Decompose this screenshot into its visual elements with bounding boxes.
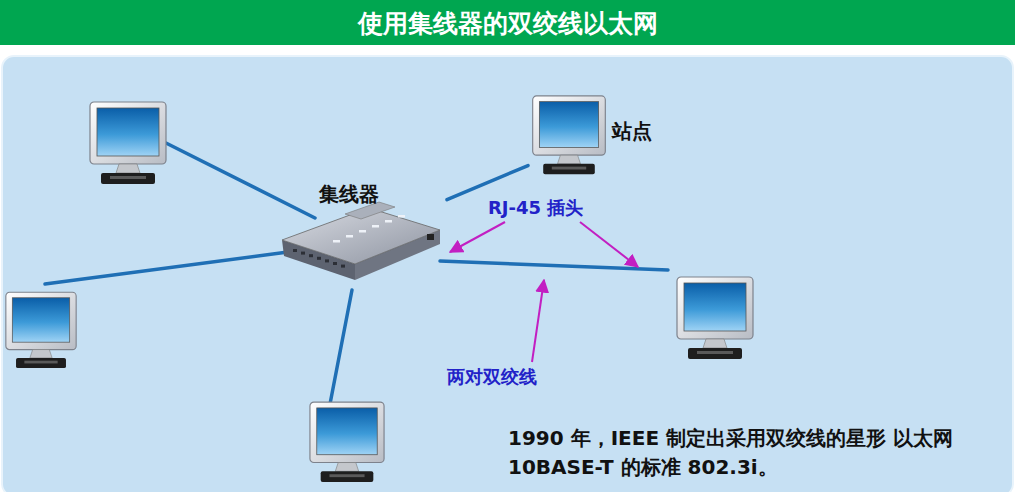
- station-node: 站点: [528, 92, 668, 180]
- station-label: 站点: [612, 118, 652, 145]
- panel: [2, 56, 1013, 492]
- twisted-pair-cable: [447, 166, 528, 200]
- hub-device: 集线器: [275, 180, 447, 292]
- connector-label: RJ-45 插头: [488, 195, 583, 221]
- cable-label: 两对双绞线: [447, 364, 537, 390]
- title-bar: [0, 0, 1015, 45]
- note-text: 1990 年，IEEE 制定出采用双绞线的星形 以太网 10BASE-T 的标准…: [508, 424, 1008, 482]
- station-monitors: [6, 102, 753, 482]
- hub-label: 集线器: [319, 181, 379, 208]
- title: 使用集线器的双绞线以太网: [0, 7, 1015, 40]
- leader-arrows: [450, 222, 638, 362]
